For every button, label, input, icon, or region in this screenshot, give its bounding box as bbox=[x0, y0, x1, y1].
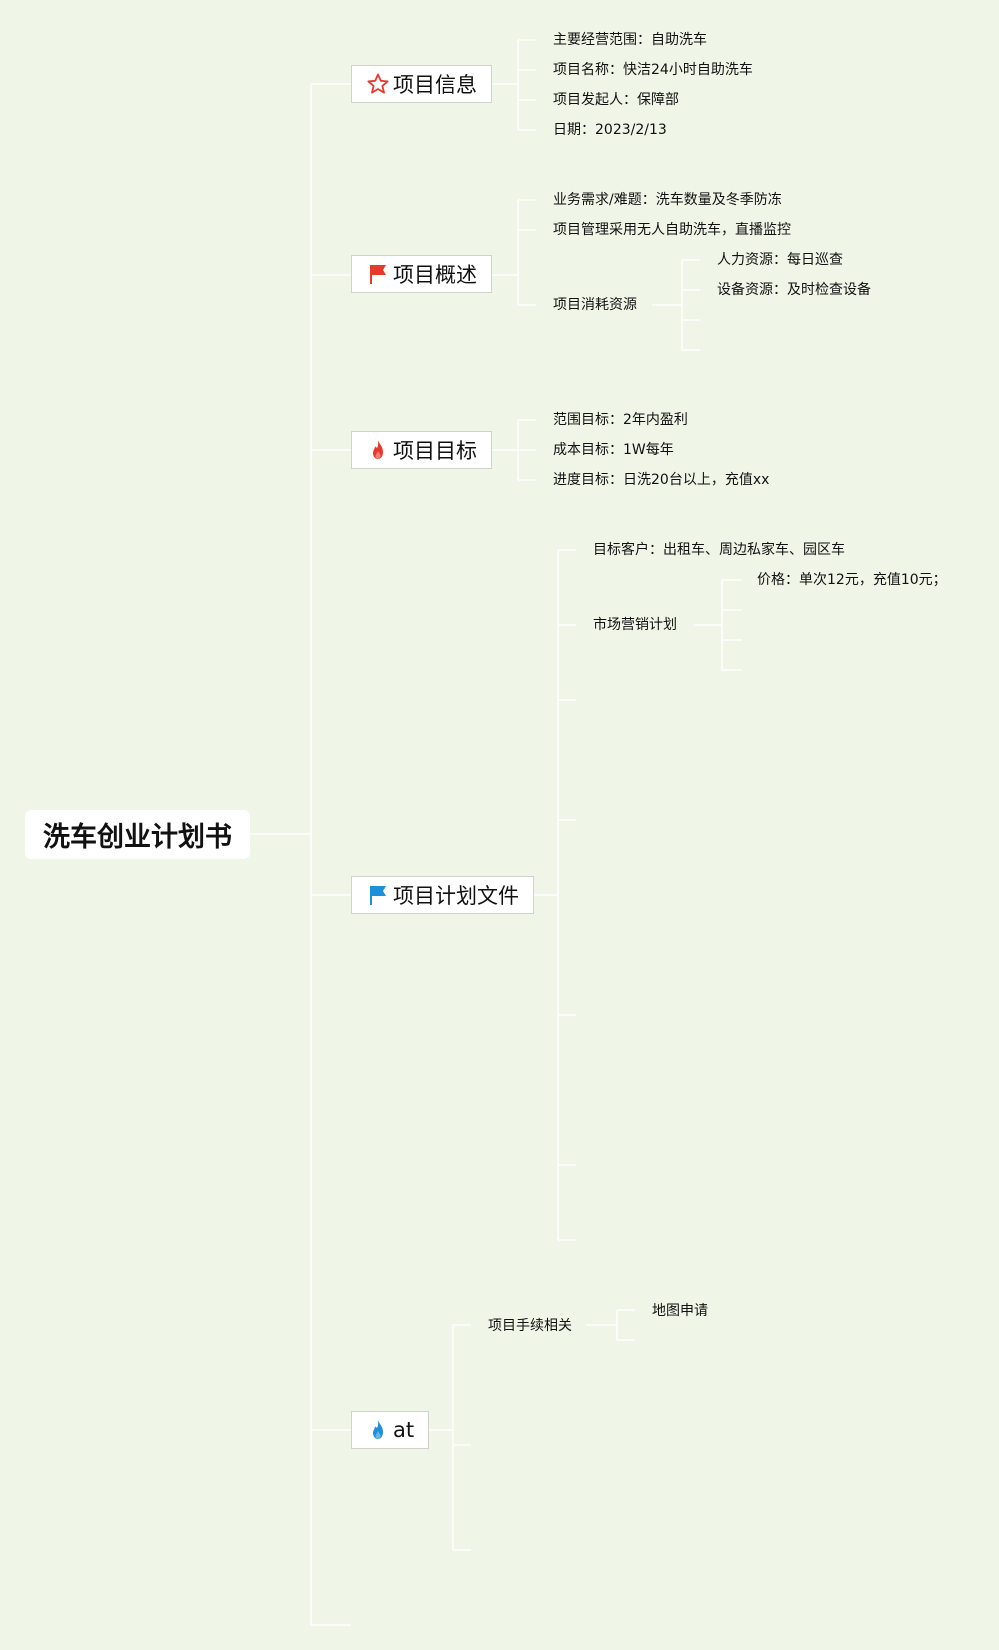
leaf-pricing[interactable]: 价格：单次12元，充值10元； bbox=[757, 572, 947, 588]
branch-project-overview[interactable]: 项目概述 bbox=[351, 255, 492, 293]
fire-icon bbox=[366, 1418, 390, 1442]
leaf-scope-goal[interactable]: 范围目标：2年内盈利 bbox=[553, 412, 688, 428]
leaf-equipment-resources[interactable]: 设备资源：及时检查设备 bbox=[717, 282, 871, 298]
branch-project-info[interactable]: 项目信息 bbox=[351, 65, 492, 103]
branch-project-plan-docs[interactable]: 项目计划文件 bbox=[351, 876, 534, 914]
leaf-business-scope[interactable]: 主要经营范围：自助洗车 bbox=[553, 32, 707, 48]
branch-label: 项目目标 bbox=[393, 439, 477, 463]
root-title: 洗车创业计划书 bbox=[43, 822, 232, 853]
branch-label: 项目信息 bbox=[393, 73, 477, 97]
star-icon bbox=[366, 72, 390, 96]
branch-label: at bbox=[393, 1418, 415, 1442]
flag-icon bbox=[366, 262, 390, 286]
leaf-marketing-plan[interactable]: 市场营销计划 bbox=[593, 617, 677, 633]
flag-icon bbox=[366, 883, 390, 907]
root-topic[interactable]: 洗车创业计划书 bbox=[25, 810, 250, 859]
leaf-map-application[interactable]: 地图申请 bbox=[652, 1303, 708, 1319]
branch-label: 项目计划文件 bbox=[393, 884, 519, 908]
leaf-schedule-goal[interactable]: 进度目标：日洗20台以上，充值xx bbox=[553, 472, 770, 488]
leaf-project-resources[interactable]: 项目消耗资源 bbox=[553, 297, 637, 313]
leaf-human-resources[interactable]: 人力资源：每日巡查 bbox=[717, 252, 843, 268]
leaf-date[interactable]: 日期：2023/2/13 bbox=[553, 122, 667, 138]
leaf-management-mode[interactable]: 项目管理采用无人自助洗车，直播监控 bbox=[553, 222, 791, 238]
leaf-procedures[interactable]: 项目手续相关 bbox=[488, 1318, 572, 1334]
fire-icon bbox=[366, 438, 390, 462]
leaf-project-sponsor[interactable]: 项目发起人：保障部 bbox=[553, 92, 679, 108]
branch-project-goals[interactable]: 项目目标 bbox=[351, 431, 492, 469]
leaf-target-customers[interactable]: 目标客户：出租车、周边私家车、园区车 bbox=[593, 542, 845, 558]
branch-label: 项目概述 bbox=[393, 263, 477, 287]
leaf-cost-goal[interactable]: 成本目标：1W每年 bbox=[553, 442, 674, 458]
branch-at[interactable]: at bbox=[351, 1411, 430, 1449]
leaf-business-needs[interactable]: 业务需求/难题：洗车数量及冬季防冻 bbox=[553, 192, 782, 208]
leaf-project-name[interactable]: 项目名称：快洁24小时自助洗车 bbox=[553, 62, 753, 78]
